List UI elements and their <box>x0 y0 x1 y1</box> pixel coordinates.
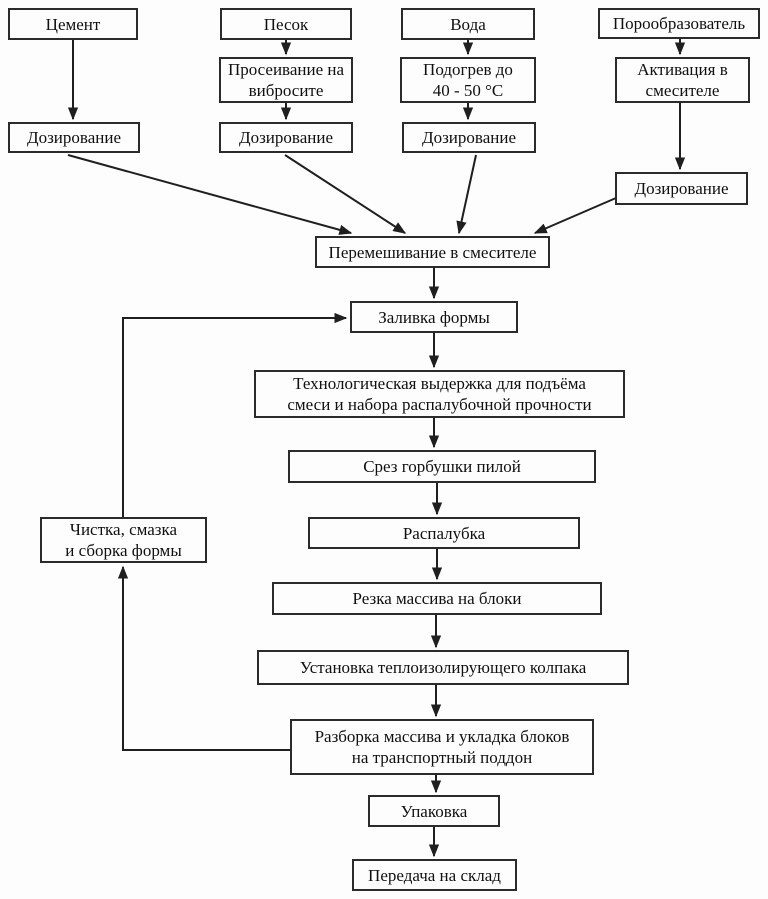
node-water: Вода <box>401 8 535 40</box>
node-warehouse: Передача на склад <box>352 859 517 891</box>
node-disassembly: Разборка массива и укладка блоков на тра… <box>290 719 594 775</box>
arrow-disassembly-to-moldprep <box>117 565 290 751</box>
arrow-dosing-pore-to-mixing <box>533 197 617 234</box>
arrow-moldprep-to-pouring <box>122 312 348 517</box>
node-mold-prep: Чистка, смазка и сборка формы <box>40 517 207 563</box>
node-crust-cut: Срез горбушки пилой <box>288 450 596 483</box>
node-pouring: Заливка формы <box>350 301 518 333</box>
arrow-dosing-sand-to-mixing <box>284 154 407 234</box>
arrow-dosing-water-to-mixing <box>456 154 477 235</box>
node-pore-former: Порообразователь <box>598 8 760 39</box>
node-dosing-sand: Дозирование <box>219 122 353 153</box>
node-packaging: Упаковка <box>368 795 500 827</box>
node-activation: Активация в смесителе <box>615 57 750 103</box>
node-demolding: Распалубка <box>308 517 580 549</box>
node-heating: Подогрев до 40 - 50 °С <box>400 57 536 103</box>
node-sand: Песок <box>220 8 352 40</box>
node-dosing-cement: Дозирование <box>8 122 140 153</box>
node-dosing-pore: Дозирование <box>615 172 748 205</box>
node-cap-install: Установка теплоизолирующего колпака <box>257 650 629 685</box>
node-mixing: Перемешивание в смесителе <box>315 236 550 268</box>
node-holding: Технологическая выдержка для подъёма сме… <box>254 370 625 418</box>
node-block-cutting: Резка массива на блоки <box>272 582 602 615</box>
node-cement: Цемент <box>8 8 138 40</box>
node-sieving: Просеивание на вибросите <box>219 57 353 103</box>
node-dosing-water: Дозирование <box>402 122 536 153</box>
arrow-dosing-cement-to-mixing <box>67 154 353 235</box>
